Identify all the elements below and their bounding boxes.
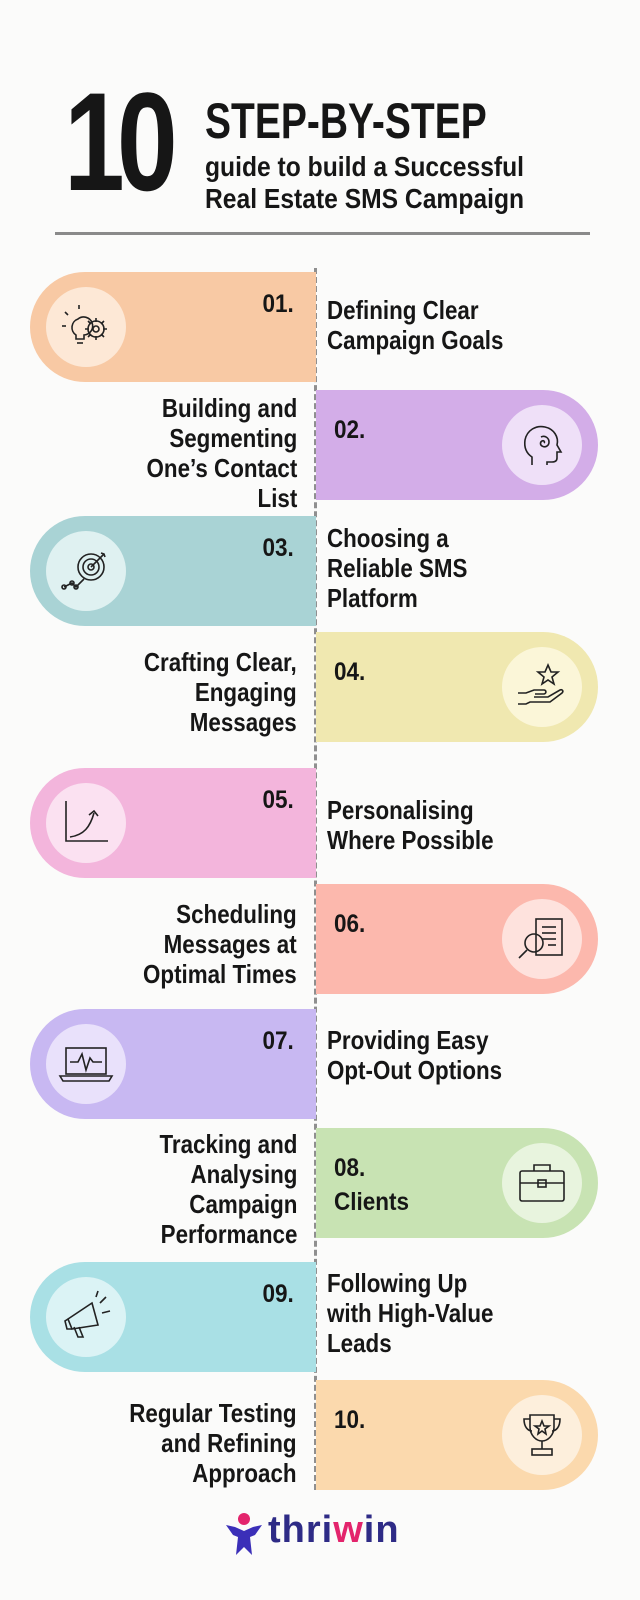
step-number: 10. xyxy=(334,1406,366,1434)
step-label-line: Reliable SMS xyxy=(327,553,468,583)
step-label-line: Platform xyxy=(327,583,418,613)
step-label-line: Segmenting xyxy=(169,423,297,453)
idea-gears-icon xyxy=(46,287,126,367)
subtitle-line-2: Real Estate SMS Campaign xyxy=(205,183,525,214)
step-label-line: Providing Easy xyxy=(327,1025,489,1055)
step-number: 07. xyxy=(262,1027,294,1055)
step-label-line: Defining Clear xyxy=(327,295,479,325)
step-3-card: 03. xyxy=(30,516,316,626)
step-number: 04. xyxy=(334,658,366,686)
step-number: 08. xyxy=(334,1154,366,1182)
step-number: 09. xyxy=(262,1280,294,1308)
hand-star-icon xyxy=(502,647,582,727)
megaphone-icon xyxy=(46,1277,126,1357)
step-label-line: Analysing xyxy=(190,1159,297,1189)
step-label-line: Approach xyxy=(192,1458,297,1488)
step-label-line: Opt-Out Options xyxy=(327,1055,503,1085)
step-number: 05. xyxy=(262,786,294,814)
step-label-line: with High-Value xyxy=(327,1298,494,1328)
step-1-card: 01. xyxy=(30,272,316,382)
step-label-line: List xyxy=(257,483,297,513)
step-label-line: Campaign Goals xyxy=(327,325,504,355)
step-8-card: 08. Clients xyxy=(316,1128,598,1238)
step-label-line: Crafting Clear, xyxy=(144,647,297,677)
step-label-line: Performance xyxy=(160,1219,297,1249)
step-10-card: 10. xyxy=(316,1380,598,1490)
step-label-line: Tracking and xyxy=(159,1129,297,1159)
step-2-card: 02. xyxy=(316,390,598,500)
header-divider xyxy=(55,232,590,235)
header-subtitle: guide to build a Successful Real Estate … xyxy=(205,151,539,215)
step-label-line: Messages at xyxy=(163,929,297,959)
trophy-icon xyxy=(502,1395,582,1475)
step-label-line: Engaging xyxy=(195,677,297,707)
brand-name-part-2: w xyxy=(333,1509,364,1551)
header: 10 STEP-BY-STEP guide to build a Success… xyxy=(0,0,640,250)
step-label-line: Regular Testing xyxy=(129,1398,297,1428)
timeline-spine xyxy=(314,268,317,1490)
step-number: 01. xyxy=(262,290,294,318)
step-6-card: 06. xyxy=(316,884,598,994)
step-label-line: Building and xyxy=(161,393,297,423)
brain-head-icon xyxy=(502,405,582,485)
step-number: 03. xyxy=(262,534,294,562)
step-extra-label: Clients xyxy=(334,1188,410,1216)
subtitle-line-1: guide to build a Successful xyxy=(205,151,524,182)
step-7-card: 07. xyxy=(30,1009,316,1119)
header-title: STEP-BY-STEP xyxy=(205,93,487,149)
brand-name-part-3: in xyxy=(363,1509,400,1551)
brand-name-part-1: thri xyxy=(268,1509,334,1551)
briefcase-icon xyxy=(502,1143,582,1223)
step-label-line: One’s Contact xyxy=(146,453,297,483)
step-label-line: Scheduling xyxy=(176,899,297,929)
step-4-card: 04. xyxy=(316,632,598,742)
brand-logo-icon xyxy=(226,1513,262,1555)
footer: thriwin xyxy=(0,1505,640,1565)
step-label-line: Following Up xyxy=(327,1268,468,1298)
step-9-card: 09. xyxy=(30,1262,316,1372)
step-label-line: Personalising xyxy=(327,795,474,825)
step-number: 02. xyxy=(334,416,366,444)
step-label-line: Campaign xyxy=(188,1189,297,1219)
growth-chart-icon xyxy=(46,783,126,863)
step-5-card: 05. xyxy=(30,768,316,878)
document-search-icon xyxy=(502,899,582,979)
header-number: 10 xyxy=(64,63,178,220)
brand-name: thriwin xyxy=(268,1509,400,1552)
step-label-line: Choosing a xyxy=(327,523,449,553)
laptop-pulse-icon xyxy=(46,1024,126,1104)
step-label-line: Optimal Times xyxy=(143,959,297,989)
target-icon xyxy=(46,531,126,611)
step-label-line: Where Possible xyxy=(327,825,494,855)
step-number: 06. xyxy=(334,910,366,938)
step-label-line: and Refining xyxy=(161,1428,297,1458)
step-label-line: Messages xyxy=(190,707,297,737)
step-label-line: Leads xyxy=(327,1328,392,1358)
